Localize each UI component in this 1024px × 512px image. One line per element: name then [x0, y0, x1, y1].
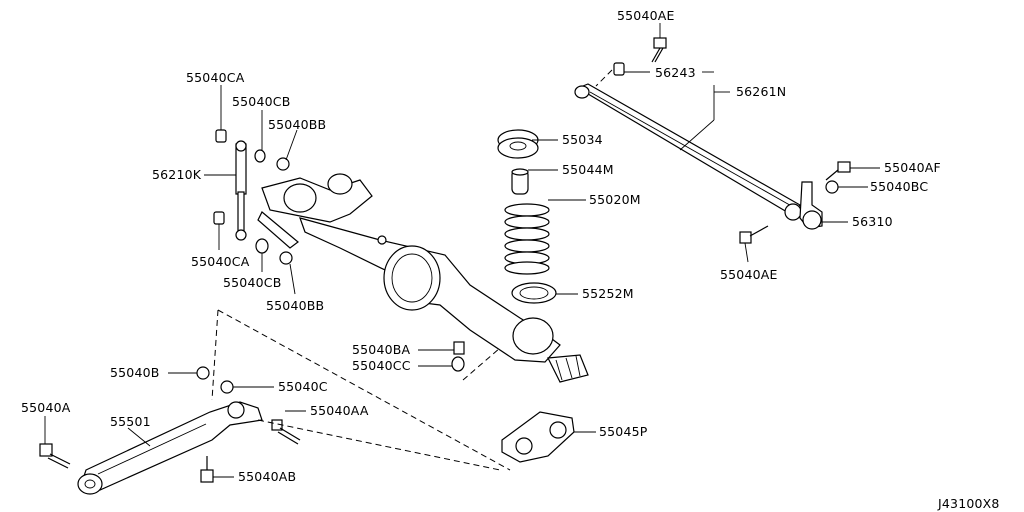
- label-56261N: 56261N: [736, 84, 786, 99]
- bolt-55040A[interactable]: [39, 443, 71, 469]
- label-55040AE-top: 55040AE: [617, 8, 675, 23]
- label-55501: 55501: [110, 414, 151, 429]
- lateral-rod[interactable]: [574, 83, 802, 221]
- lower-link-55501[interactable]: [77, 401, 263, 495]
- label-55040C: 55040C: [278, 379, 328, 394]
- washer-55040C[interactable]: [220, 380, 234, 394]
- label-55040CB-top: 55040CB: [232, 94, 290, 109]
- coil-spring-55020M[interactable]: [504, 203, 550, 275]
- nut-55040BC[interactable]: [825, 180, 839, 194]
- upper-seat-55034[interactable]: [497, 129, 539, 159]
- bolt-55040AE-bot[interactable]: [739, 225, 769, 244]
- label-55040AA: 55040AA: [310, 403, 369, 418]
- label-56243: 56243: [655, 65, 696, 80]
- leader-lines: [44, 23, 880, 478]
- washer-55040CB-bot[interactable]: [255, 238, 269, 254]
- label-56310: 56310: [852, 214, 893, 229]
- label-55040BA: 55040BA: [352, 342, 411, 357]
- label-55034: 55034: [562, 132, 603, 147]
- bushing-56243[interactable]: [613, 62, 625, 76]
- label-55040BB-top: 55040BB: [268, 117, 326, 132]
- nut-55040BA[interactable]: [453, 341, 465, 355]
- label-55040B: 55040B: [110, 365, 160, 380]
- label-55020M: 55020M: [589, 192, 641, 207]
- bracket-56310[interactable]: [799, 181, 823, 230]
- bolt-55040AF[interactable]: [825, 161, 851, 181]
- label-55040AB: 55040AB: [238, 469, 296, 484]
- label-55040CB-bot: 55040CB: [223, 275, 281, 290]
- label-55040A: 55040A: [21, 400, 71, 415]
- label-55040CA-bot: 55040CA: [191, 254, 250, 269]
- nut-55040BB-top[interactable]: [276, 157, 290, 171]
- label-55040AE-bot: 55040AE: [720, 267, 778, 282]
- nut-55040BB-bot[interactable]: [279, 251, 293, 265]
- washer-55040CC[interactable]: [451, 356, 465, 372]
- rear-axle-housing[interactable]: [257, 173, 589, 383]
- bolt-55040AA[interactable]: [271, 419, 301, 445]
- nut-55040B[interactable]: [196, 366, 210, 380]
- lower-seat-55252M[interactable]: [511, 282, 557, 304]
- label-55040CC: 55040CC: [352, 358, 411, 373]
- label-55040CA-top: 55040CA: [186, 70, 245, 85]
- label-55040BB-bot: 55040BB: [266, 298, 324, 313]
- label-55045P: 55045P: [599, 424, 648, 439]
- label-56210K: 56210K: [152, 167, 202, 182]
- bushing-55040CA-top[interactable]: [215, 129, 227, 143]
- washer-55040CB-top[interactable]: [254, 149, 266, 163]
- bump-stop-55044M[interactable]: [511, 168, 529, 195]
- diagram-code: J43100X8: [937, 496, 1000, 511]
- bushing-55040CA-bot[interactable]: [213, 211, 225, 225]
- label-55044M: 55044M: [562, 162, 614, 177]
- label-55040AF: 55040AF: [884, 160, 941, 175]
- bolt-55040AB[interactable]: [200, 456, 214, 483]
- label-55252M: 55252M: [582, 286, 634, 301]
- label-55040BC: 55040BC: [870, 179, 928, 194]
- shock-absorber-56210K[interactable]: [235, 140, 247, 241]
- bracket-55045P[interactable]: [501, 411, 575, 463]
- bolt-55040AE-top[interactable]: [651, 37, 667, 63]
